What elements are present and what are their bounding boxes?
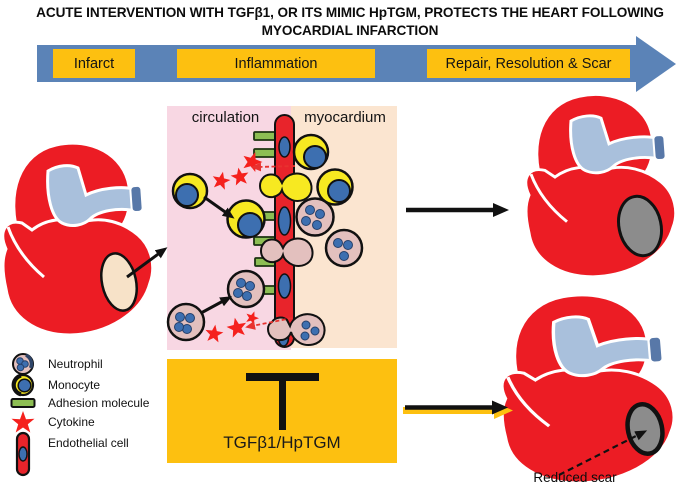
monocyte-myocardium-1 bbox=[292, 133, 330, 171]
inhibition-tbar-icon bbox=[246, 373, 319, 430]
scar-region-small bbox=[625, 402, 665, 456]
legend-item-endothelial-cell: Endothelial cell bbox=[8, 431, 129, 477]
stage-repair-label: Repair, Resolution & Scar bbox=[445, 55, 612, 72]
transmigrating-neutrophil-1 bbox=[259, 237, 314, 267]
reduced-scar-pointer-arrow bbox=[558, 430, 648, 476]
figure-title-line1: ACUTE INTERVENTION WITH TGFβ1, OR ITS MI… bbox=[36, 5, 664, 20]
circulation-label: circulation bbox=[191, 109, 260, 126]
legend-label-neutrophil: Neutrophil bbox=[48, 357, 103, 371]
stage-infarct: Infarct bbox=[53, 49, 135, 78]
adhesion-molecule-icon bbox=[8, 397, 38, 409]
heart-treated-reduced-scar bbox=[500, 293, 676, 485]
transmigrating-neutrophil-2 bbox=[266, 313, 326, 346]
reduced-scar-label: Reduced scar bbox=[533, 470, 617, 485]
legend-label-monocyte: Monocyte bbox=[48, 378, 101, 392]
legend-item-neutrophil: Neutrophil bbox=[8, 353, 103, 375]
figure-title-line2: MYOCARDIAL INFARCTION bbox=[261, 23, 439, 38]
infarct-to-panel-arrow bbox=[126, 247, 168, 279]
endothelial-cell-icon bbox=[8, 431, 38, 477]
monocyte-myocardium-2 bbox=[316, 168, 354, 206]
legend-item-adhesion-molecule: Adhesion molecule bbox=[8, 395, 149, 411]
cytokine-release-arrow-bottom bbox=[245, 317, 293, 330]
scar-region-large bbox=[617, 194, 663, 258]
transmigrating-monocyte bbox=[258, 172, 313, 202]
vessel-wall bbox=[253, 114, 295, 348]
cytokine-stars bbox=[203, 148, 265, 343]
myocardium-label: myocardium bbox=[304, 109, 386, 126]
monocyte-recruitment-arrow bbox=[203, 195, 235, 219]
intervention-label: TGFβ1/HpTGM bbox=[223, 433, 341, 452]
neutrophil-free bbox=[166, 302, 206, 342]
legend-label-adhesion-molecule: Adhesion molecule bbox=[48, 396, 150, 410]
infarct-region bbox=[100, 252, 138, 312]
legend-item-monocyte: Monocyte bbox=[8, 373, 101, 397]
neutrophil-myocardium-1 bbox=[295, 197, 335, 237]
neutrophil-recruitment-arrow bbox=[200, 296, 233, 315]
stage-inflammation-label: Inflammation bbox=[234, 55, 318, 72]
heart-untreated-scar bbox=[524, 92, 678, 279]
timeline-arrowhead-icon bbox=[636, 36, 676, 92]
stage-infarct-label: Infarct bbox=[73, 55, 115, 72]
heart-infarcted bbox=[1, 141, 168, 337]
legend-label-endothelial-cell: Endothelial cell bbox=[48, 436, 129, 450]
neutrophil-adherent bbox=[226, 269, 266, 309]
monocyte-free bbox=[171, 172, 209, 210]
cytokine-icon bbox=[8, 410, 38, 434]
stage-repair: Repair, Resolution & Scar bbox=[427, 49, 630, 78]
stage-inflammation: Inflammation bbox=[177, 49, 375, 78]
legend-label-cytokine: Cytokine bbox=[48, 415, 95, 429]
monocyte-icon bbox=[8, 373, 38, 397]
treated-outcome-arrow bbox=[403, 400, 513, 419]
neutrophil-icon bbox=[8, 352, 38, 376]
legend-item-cytokine: Cytokine bbox=[8, 410, 95, 434]
monocyte-adherent bbox=[226, 199, 266, 239]
neutrophil-myocardium-2 bbox=[324, 228, 364, 268]
